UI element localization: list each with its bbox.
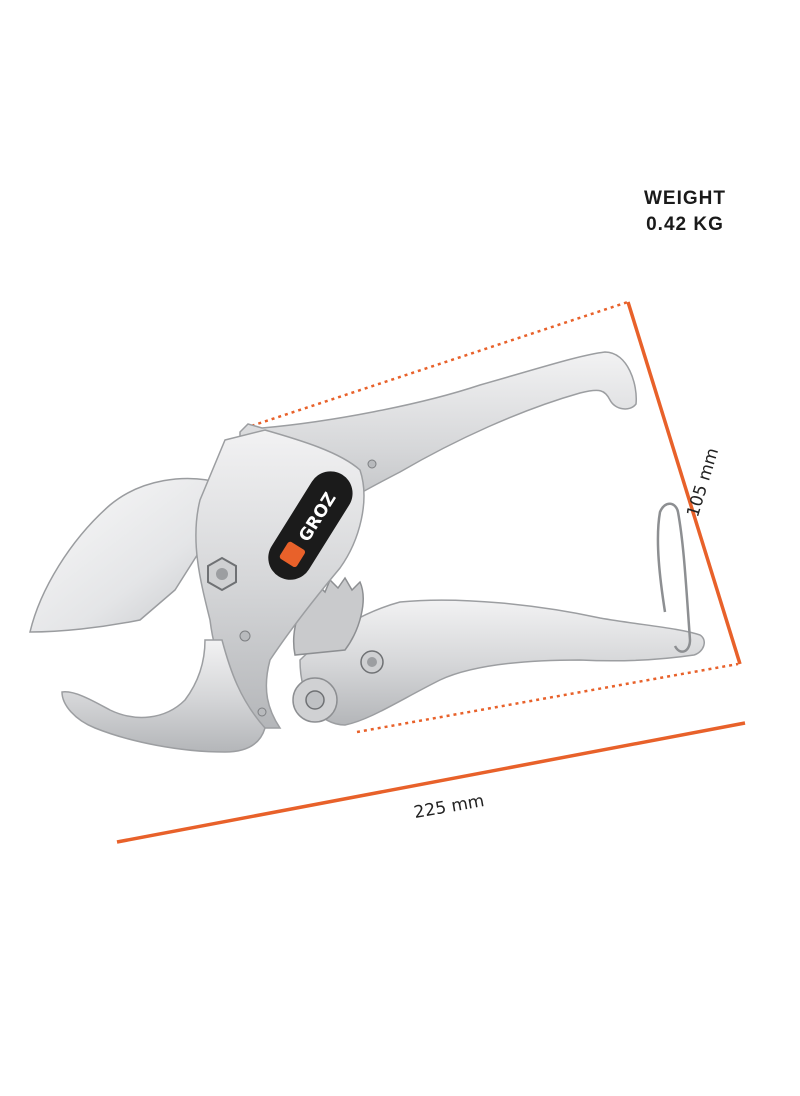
body-rivet <box>367 459 377 469</box>
lower-handle <box>299 599 705 726</box>
link-bolt <box>305 690 325 710</box>
brand-badge: GROZ <box>268 471 353 580</box>
length-dimension-line <box>116 721 746 844</box>
dimension-lines: 225 mm 105 mm <box>116 300 746 844</box>
pivot-rivet <box>239 630 251 642</box>
lock-clip <box>656 502 692 653</box>
lower-jaw <box>61 639 266 753</box>
hex-bolt-center <box>216 568 228 580</box>
weight-spec: WEIGHT 0.42 KG <box>620 186 750 238</box>
handle-bolt-center <box>367 657 377 667</box>
bottom-guide-line <box>356 662 739 734</box>
height-dimension-line <box>626 301 742 665</box>
brand-logo-icon <box>279 541 306 568</box>
weight-value: 0.42 KG <box>646 214 724 235</box>
lower-rivet <box>257 707 267 717</box>
weight-label: WEIGHT <box>644 188 726 209</box>
length-label: 225 mm <box>412 791 485 823</box>
pipe-cutter: GROZ <box>29 351 705 753</box>
height-label: 105 mm <box>683 446 723 520</box>
cutting-blade <box>29 477 233 633</box>
